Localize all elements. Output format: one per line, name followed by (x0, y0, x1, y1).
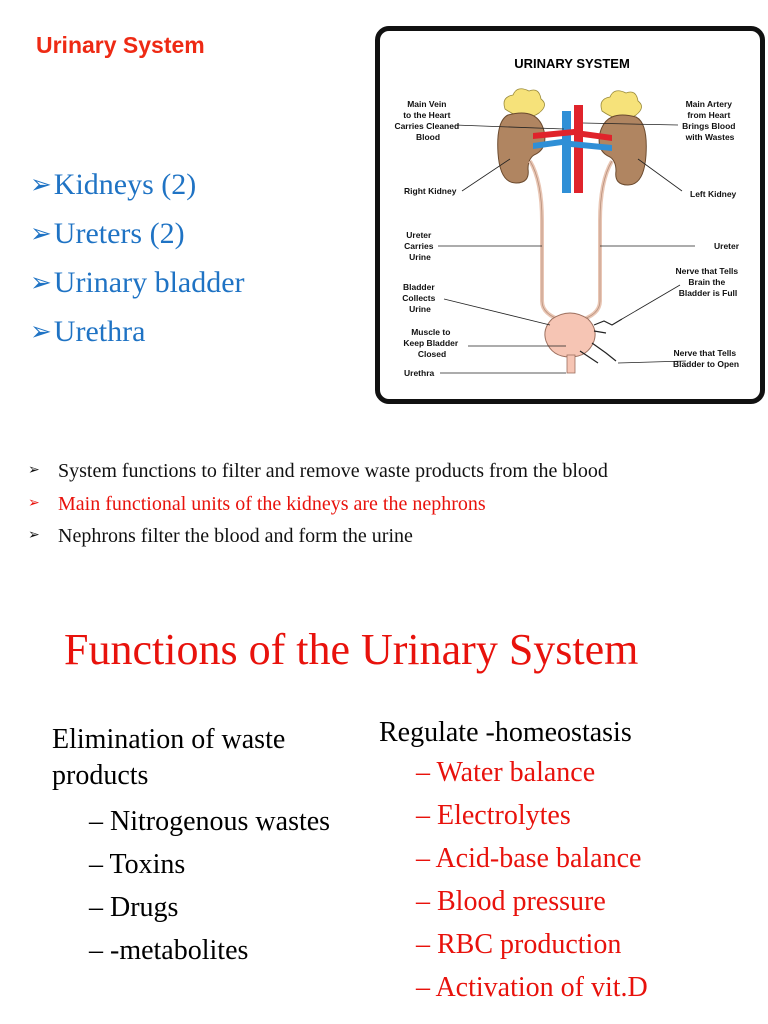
organ-list: ➢Kidneys (2) ➢Ureters (2) ➢Urinary bladd… (30, 160, 245, 356)
left-renal-artery (583, 131, 612, 141)
leader-lines (438, 122, 695, 374)
right-ureter (528, 159, 565, 323)
arrow-bullet-icon: ➢ (30, 170, 52, 199)
list-item: ➢Urinary bladder (30, 258, 245, 307)
arrow-bullet-icon: ➢ (30, 268, 52, 297)
bladder-collects-label: Bladder Collects Urine (402, 282, 437, 314)
facts-list: ➢ System functions to filter and remove w… (26, 455, 761, 553)
aorta (574, 105, 583, 193)
diagram-labels: Main Vein to the Heart Carries Cleaned B… (394, 99, 740, 378)
organ-label: Urethra (53, 315, 146, 348)
heading-line: products (52, 760, 149, 791)
left-ureter (577, 159, 614, 323)
nerve-full-label: Nerve that Tells Brain the Bladder is Fu… (675, 266, 740, 298)
ureter-carries-label: Ureter Carries Urine (404, 230, 436, 262)
list-item: – Acid-base balance (416, 843, 642, 874)
list-item: – Activation of vit.D (416, 972, 648, 1003)
list-item: – Drugs (89, 892, 179, 923)
right-kidney (497, 112, 546, 184)
fact-text: System functions to filter and remove wa… (58, 460, 608, 482)
urethra-label: Urethra (404, 368, 435, 378)
arrow-bullet-icon: ➢ (30, 219, 52, 248)
list-item: ➢Ureters (2) (30, 209, 245, 258)
heading-line: Elimination of waste (52, 724, 286, 755)
right-kidney-label: Right Kidney (404, 186, 457, 196)
list-item: – Nitrogenous wastes (89, 806, 331, 837)
list-item: – RBC production (416, 929, 622, 960)
ureter-label: Ureter (714, 241, 740, 251)
arrow-bullet-icon: ➢ (28, 463, 40, 478)
vena-cava (562, 111, 571, 193)
diagram-title: URINARY SYSTEM (514, 56, 630, 71)
list-item: ➢Kidneys (2) (30, 160, 245, 209)
right-renal-vein (533, 139, 562, 149)
left-ureter-outline (577, 160, 613, 322)
urinary-system-diagram: URINARY SYSTEM (375, 26, 765, 404)
main-vein-label: Main Vein to the Heart Carries Cleaned B… (394, 99, 461, 142)
list-item: – Electrolytes (416, 800, 571, 831)
list-item: – -metabolites (89, 935, 249, 966)
urethra-tube (566, 354, 576, 374)
organ-label: Ureters (2) (53, 217, 185, 250)
arrow-bullet-icon: ➢ (30, 317, 52, 346)
left-kidney (598, 114, 647, 186)
list-item: ➢Urethra (30, 307, 245, 356)
page-title: Urinary System (36, 32, 205, 58)
section-title: Functions of the Urinary System (64, 625, 639, 674)
right-ureter-outline (529, 160, 565, 322)
list-item: – Blood pressure (416, 886, 606, 917)
list-item: ➢ Nephrons filter the blood and form the … (26, 520, 761, 553)
fact-text: Nephrons filter the blood and form the u… (58, 525, 413, 547)
left-kidney-label: Left Kidney (690, 189, 737, 199)
nerve-open-label: Nerve that Tells Bladder to Open (673, 348, 739, 369)
regulate-list: – Water balance – Electrolytes – Acid-ba… (379, 751, 759, 1009)
list-item: – Water balance (416, 757, 596, 788)
list-item: – Toxins (89, 849, 186, 880)
right-adrenal-gland (503, 88, 545, 118)
regulate-heading: Regulate -homeostasis (379, 717, 632, 748)
organ-label: Kidneys (2) (53, 168, 197, 201)
list-item: ➢ Main functional units of the kidneys ar… (26, 488, 761, 521)
elimination-column: Elimination of waste products – Nitrogen… (52, 722, 352, 972)
left-renal-vein (571, 141, 612, 151)
list-item: ➢ System functions to filter and remove w… (26, 455, 761, 488)
diagram-svg: URINARY SYSTEM (394, 56, 740, 378)
arrow-bullet-icon: ➢ (28, 528, 40, 543)
main-artery-label: Main Artery from Heart Brings Blood with… (682, 99, 738, 142)
organ-label: Urinary bladder (53, 266, 245, 299)
regulate-column: Regulate -homeostasis – Water balance – … (379, 715, 759, 1009)
right-renal-artery (533, 129, 574, 139)
elimination-list: – Nitrogenous wastes – Toxins – Drugs – … (52, 800, 352, 972)
muscle-label: Muscle to Keep Bladder Closed (403, 327, 460, 359)
fact-text: Main functional units of the kidneys are… (58, 492, 486, 515)
bladder (544, 312, 596, 358)
elimination-heading: Elimination of waste products (52, 722, 352, 794)
bladder-nerves (579, 318, 623, 364)
arrow-bullet-icon: ➢ (28, 495, 40, 511)
